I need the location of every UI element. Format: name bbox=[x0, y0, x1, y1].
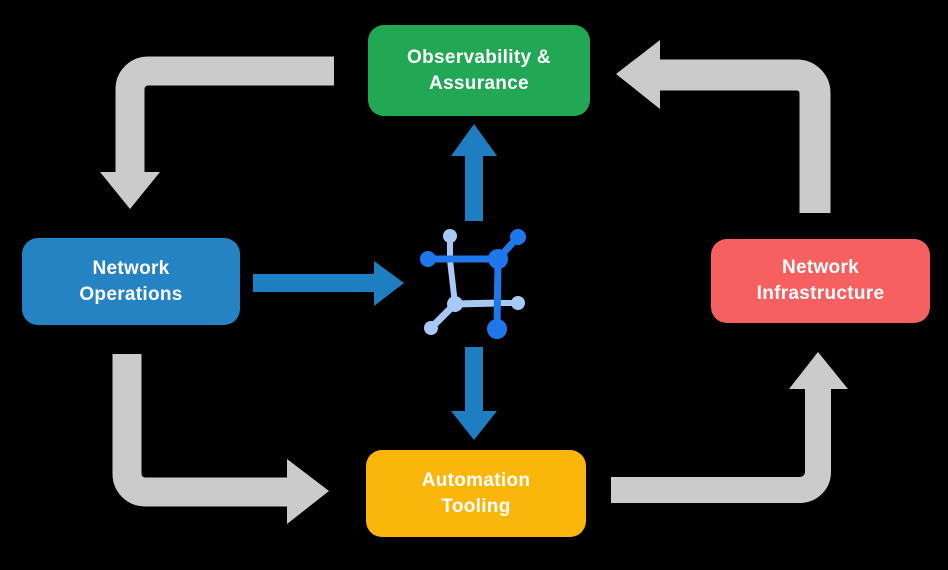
arrowhead-right-icon bbox=[287, 459, 329, 524]
arrowhead-down-icon bbox=[451, 411, 497, 440]
arrow-controller-to-observability bbox=[451, 124, 497, 221]
node-observability: Observability & Assurance bbox=[368, 25, 590, 116]
node-operations: Network Operations bbox=[22, 238, 240, 325]
arrow-automation-to-infrastructure bbox=[611, 352, 848, 503]
node-infrastructure: Network Infrastructure bbox=[711, 239, 930, 323]
node-operations-label: Network Operations bbox=[79, 257, 183, 305]
node-automation: Automation Tooling bbox=[366, 450, 586, 537]
arrowhead-right-icon bbox=[374, 261, 404, 306]
arrow-observability-to-operations bbox=[100, 56, 334, 209]
arrowhead-up-icon bbox=[451, 124, 497, 156]
node-automation-label: Automation Tooling bbox=[421, 469, 531, 517]
arrow-controller-to-automation bbox=[451, 347, 497, 440]
arrowhead-down-icon bbox=[100, 172, 160, 209]
arrow-operations-to-automation bbox=[112, 354, 329, 524]
arrow-infrastructure-to-observability bbox=[616, 40, 831, 213]
node-observability-label: Observability & Assurance bbox=[407, 46, 551, 94]
arrowhead-left-icon bbox=[616, 40, 660, 109]
arrow-operations-to-controller bbox=[253, 261, 404, 306]
node-infrastructure-label: Network Infrastructure bbox=[756, 257, 885, 304]
network-controller-icon bbox=[420, 229, 526, 339]
arrowhead-up-icon bbox=[789, 352, 848, 389]
